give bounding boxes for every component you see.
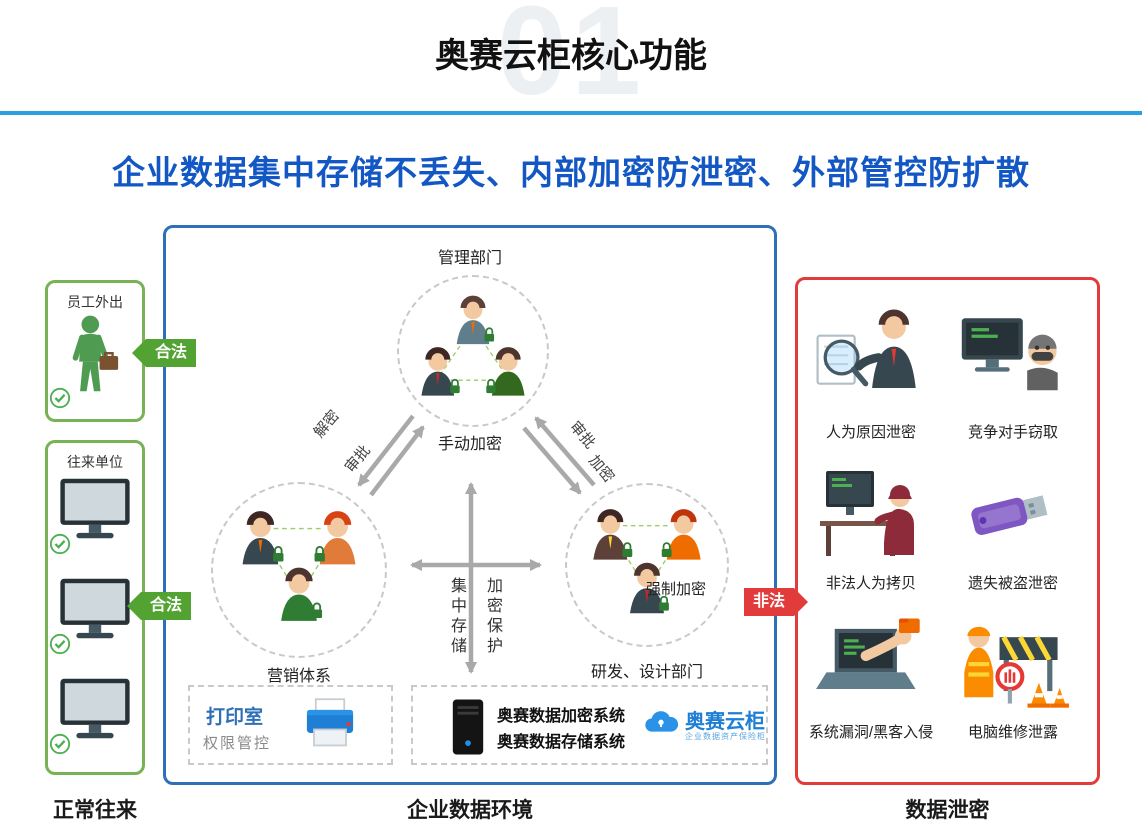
- print-room-title: 打印室: [206, 707, 264, 728]
- central-storage-axis-label: 集中存储: [448, 577, 465, 657]
- leak-item-label: 系统漏洞/黑客入侵: [808, 724, 934, 741]
- padlock-icon: [484, 327, 495, 342]
- partner-computer-2: [49, 577, 135, 659]
- legal-label: 合法: [146, 339, 197, 367]
- check-icon: [49, 533, 71, 555]
- marketing-team-illustration: [242, 511, 356, 621]
- leak-item-label: 非法人为拷贝: [825, 575, 916, 592]
- padlock-icon: [659, 595, 669, 611]
- leak-item-repair-leak: 电脑维修泄露: [942, 608, 1084, 742]
- section-number-watermark: 01: [496, 0, 646, 121]
- encrypt-system-label: 奥赛数据加密系统: [497, 708, 626, 725]
- print-room-box: 打印室 权限管控: [188, 685, 393, 765]
- partner-units-label: 往来单位: [67, 454, 123, 470]
- employee-out-label: 员工外出: [67, 294, 123, 310]
- forced-encrypt-label: 强制加密: [645, 581, 706, 598]
- illegal-flow-badge: 非法: [744, 588, 809, 616]
- padlock-icon: [311, 602, 323, 618]
- monitor-icon: [60, 678, 130, 739]
- brand-tagline: 企业数据资产保险柜: [685, 732, 766, 741]
- padlock-icon: [486, 378, 496, 394]
- padlock-icon: [661, 542, 672, 557]
- footer-enterprise-environment: 企业数据环境: [407, 799, 533, 822]
- leak-item-human-cause: 人为原因泄密: [800, 303, 942, 442]
- print-room-subtitle: 权限管控: [203, 735, 272, 752]
- leak-item-lost-stolen: 遗失被盗泄密: [942, 463, 1084, 593]
- leak-item-hacker-intrusion: 系统漏洞/黑客入侵: [800, 608, 942, 742]
- arrow-left-icon: [127, 592, 141, 620]
- page-subtitle: 企业数据集中存储不丢失、内部加密防泄密、外部管控防扩散: [112, 154, 1030, 191]
- rnd-label: 研发、设计部门: [590, 664, 703, 681]
- manual-encrypt-label: 手动加密: [437, 436, 502, 453]
- leak-item-label: 竞争对手窃取: [967, 424, 1058, 441]
- illegal-label: 非法: [744, 588, 795, 616]
- leak-item-illegal-copy: 非法人为拷贝: [800, 463, 942, 593]
- person-at-desk-illustration: [820, 471, 914, 556]
- check-icon: [49, 633, 71, 655]
- page-title: 奥赛云柜核心功能: [435, 37, 707, 75]
- printer-icon: [306, 698, 354, 747]
- monitor-icon: [60, 478, 130, 539]
- competitor-thief-illustration: [961, 318, 1058, 391]
- person-magnifier-illustration: [816, 309, 916, 389]
- repair-worker-illustration: [964, 626, 1069, 708]
- leak-item-label: 人为原因泄密: [825, 424, 916, 441]
- storage-system-label: 奥赛数据存储系统: [497, 734, 626, 751]
- rnd-group-circle: [565, 483, 729, 647]
- arrow-left-icon: [132, 339, 146, 367]
- marketing-label: 营销体系: [266, 668, 331, 685]
- usb-drive-illustration: [971, 495, 1048, 536]
- footer-normal-exchange: 正常往来: [53, 799, 137, 822]
- management-dept-label: 管理部门: [437, 250, 502, 267]
- employee-figure: [49, 313, 135, 413]
- enterprise-environment-box: 管理部门: [163, 225, 777, 785]
- padlock-icon: [314, 546, 325, 562]
- divider-line: [0, 111, 1142, 115]
- leak-item-label: 电脑维修泄露: [967, 724, 1058, 741]
- flow-arrows: [357, 414, 596, 674]
- check-icon: [49, 733, 71, 755]
- check-icon: [49, 387, 71, 409]
- employee-icon: [72, 315, 119, 392]
- legal-flow-badge-bottom: 合法: [127, 592, 192, 620]
- padlock-icon: [622, 542, 633, 557]
- padlock-icon: [450, 378, 460, 394]
- monitor-icon: [60, 578, 130, 639]
- management-group-circle: [397, 275, 549, 427]
- padlock-icon: [273, 546, 284, 562]
- aosai-systems-box: 奥赛数据加密系统 奥赛数据存储系统 奥赛云柜 企业数据资产保险柜: [411, 685, 768, 765]
- employee-out-box: 员工外出: [45, 280, 145, 422]
- marketing-group-circle: [211, 482, 387, 658]
- storage-cabinet-icon: [452, 699, 484, 755]
- partner-computer-3: [49, 677, 135, 759]
- cloud-logo-icon: [645, 711, 679, 732]
- legal-label: 合法: [141, 592, 192, 620]
- leak-item-label: 遗失被盗泄密: [967, 575, 1058, 592]
- data-leak-box: 人为原因泄密 竞争对手窃取: [795, 277, 1100, 785]
- partner-computer-1: [49, 477, 135, 559]
- brand-name: 奥赛云柜: [685, 711, 765, 733]
- management-team-illustration: [421, 295, 525, 396]
- rnd-team-illustration: [593, 509, 701, 614]
- laptop-hand-illustration: [816, 618, 920, 690]
- encryption-protect-axis-label: 加密保护: [484, 577, 501, 657]
- footer-data-leak: 数据泄密: [905, 799, 990, 822]
- legal-flow-badge-top: 合法: [132, 339, 197, 367]
- arrow-right-icon: [794, 588, 809, 616]
- leak-item-competitor: 竞争对手窃取: [942, 303, 1084, 442]
